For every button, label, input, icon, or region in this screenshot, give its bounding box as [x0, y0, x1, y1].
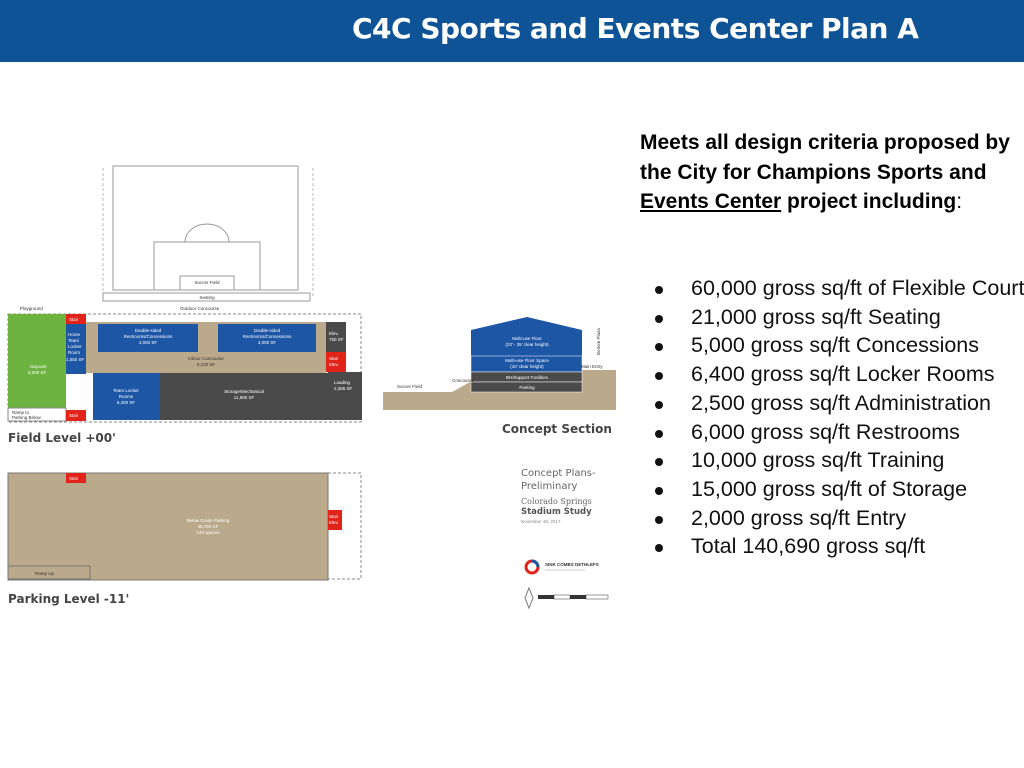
criteria-intro: Meets all design criteria proposed by th… — [640, 128, 1020, 217]
svg-text:Concourse: Concourse — [452, 378, 474, 383]
svg-text:Stair: Stair — [69, 413, 79, 418]
bullet-icon — [655, 544, 663, 553]
intro-colon: : — [956, 190, 963, 213]
svg-text:(10' clear height): (10' clear height) — [510, 364, 544, 369]
svg-text:Parking Below: Parking Below — [12, 415, 42, 420]
svg-text:Stair: Stair — [329, 514, 339, 519]
criteria-list: 60,000 gross sq/ft of Flexible Court 21,… — [655, 274, 1024, 561]
svg-text:(23' - 35' clear height): (23' - 35' clear height) — [505, 342, 549, 347]
bullet-icon — [655, 372, 663, 381]
field-level-label: Field Level +00' — [8, 431, 116, 445]
svg-text:Below Grade Parking: Below Grade Parking — [187, 518, 230, 523]
svg-text:4,000 SF: 4,000 SF — [139, 340, 158, 345]
svg-text:Team: Team — [68, 338, 79, 343]
firm-logo: SINK COMBS DETHLEFS — [524, 559, 599, 575]
field-level-plan: Playground Outdoor Concourse Daycare 8,0… — [7, 306, 362, 423]
intro-text: Meets all design criteria proposed by th… — [640, 131, 1010, 184]
bullet-icon — [655, 314, 663, 323]
soccer-field-label: Soccer Field — [194, 280, 220, 285]
svg-text:Stair: Stair — [329, 356, 339, 361]
svg-text:Rooms: Rooms — [119, 394, 134, 399]
svg-text:Parking: Parking — [519, 385, 535, 390]
list-item: Total 140,690 gross sq/ft — [655, 532, 1024, 561]
svg-text:140 spaces: 140 spaces — [196, 530, 220, 535]
list-item: 60,000 gross sq/ft of Flexible Court — [655, 274, 1024, 303]
svg-text:Team Locker: Team Locker — [113, 388, 139, 393]
title-bar — [0, 0, 1024, 62]
concept-plan-drawing: Soccer Field Seating Playground Outdoor … — [7, 165, 616, 610]
intro-text-end: project including — [781, 190, 957, 213]
colorado-springs-label: Colorado Springs — [521, 497, 592, 506]
svg-text:Locker: Locker — [68, 344, 82, 349]
concept-section-drawing: Multi-use Floor (23' - 35' clear height)… — [383, 317, 616, 410]
svg-text:Room: Room — [68, 350, 80, 355]
bullet-icon — [655, 458, 663, 467]
svg-text:Main Entry: Main Entry — [581, 364, 603, 369]
svg-text:Elev.: Elev. — [329, 362, 339, 367]
scale-bar — [524, 586, 609, 610]
svg-text:Double-sided: Double-sided — [135, 328, 162, 333]
svg-text:Bottom Plaza: Bottom Plaza — [596, 328, 601, 355]
svg-text:Elev.: Elev. — [329, 331, 339, 336]
bullet-icon — [655, 515, 663, 524]
list-item: 10,000 gross sq/ft Training — [655, 446, 1024, 475]
svg-text:Daycare: Daycare — [30, 364, 47, 369]
bullet-icon — [655, 486, 663, 495]
parking-level-label: Parking Level -11' — [8, 592, 130, 606]
svg-text:1,550 SF: 1,550 SF — [66, 357, 85, 362]
bullet-icon — [655, 286, 663, 294]
bullet-icon — [655, 343, 663, 352]
outdoor-concourse-label: Outdoor Concourse — [180, 306, 220, 311]
list-item: 6,000 gross sq/ft Restrooms — [655, 418, 1024, 447]
list-item: 21,000 gross sq/ft Seating — [655, 303, 1024, 332]
svg-text:8,230 SF: 8,230 SF — [197, 362, 216, 367]
svg-text:Elev.: Elev. — [329, 520, 339, 525]
svg-text:Stair: Stair — [69, 317, 79, 322]
svg-text:4,000 SF: 4,000 SF — [258, 340, 277, 345]
svg-text:Storage/Mechanical: Storage/Mechanical — [224, 389, 264, 394]
svg-text:11,860 SF: 11,860 SF — [234, 395, 255, 400]
bullet-icon — [655, 429, 663, 438]
svg-text:SINK COMBS DETHLEFS: SINK COMBS DETHLEFS — [545, 562, 599, 567]
svg-text:Ramp Up: Ramp Up — [35, 571, 55, 576]
svg-text:6,400 SF: 6,400 SF — [117, 400, 136, 405]
svg-text:Double-sided: Double-sided — [254, 328, 281, 333]
svg-text:Restrooms/Concessions: Restrooms/Concessions — [243, 334, 293, 339]
list-item: 6,400 gross sq/ft Locker Rooms — [655, 360, 1024, 389]
seating-label: Seating — [199, 295, 215, 300]
list-item: 5,000 gross sq/ft Concessions — [655, 331, 1024, 360]
svg-text:Multi-use Floor: Multi-use Floor — [512, 336, 542, 341]
list-item: 2,000 gross sq/ft Entry — [655, 504, 1024, 533]
parking-level-plan: Stair Below Grade Parking 48,750 SF 140 … — [7, 472, 362, 581]
svg-text:Multi-use Floor Space: Multi-use Floor Space — [505, 358, 549, 363]
svg-text:Restrooms/Concessions: Restrooms/Concessions — [124, 334, 174, 339]
events-center-link: Events Center — [640, 190, 782, 213]
svg-text:Stair: Stair — [69, 476, 79, 481]
slide-title: C4C Sports and Events Center Plan A — [352, 12, 919, 45]
concept-section-label: Concept Section — [502, 422, 612, 436]
svg-text:Soccer Field: Soccer Field — [397, 384, 423, 389]
svg-text:2,365 SF: 2,365 SF — [334, 386, 353, 391]
list-item: 15,000 gross sq/ft of Storage — [655, 475, 1024, 504]
playground-label: Playground — [20, 306, 43, 311]
svg-text:48,750 SF: 48,750 SF — [198, 524, 219, 529]
date-label: November 30, 2017 — [521, 519, 561, 524]
svg-text:750 SF: 750 SF — [329, 337, 344, 342]
bullet-icon — [655, 400, 663, 409]
soccer-field: Soccer Field Seating — [102, 165, 314, 302]
svg-text:Loading: Loading — [334, 380, 351, 385]
svg-text:Indoor Concourse: Indoor Concourse — [188, 356, 224, 361]
stadium-study-label: Stadium Study — [521, 507, 592, 517]
svg-text:Home: Home — [68, 332, 81, 337]
list-item: 2,500 gross sq/ft Administration — [655, 389, 1024, 418]
svg-text:BH/Support Facilities: BH/Support Facilities — [506, 375, 549, 380]
concept-plans-label: Concept Plans- Preliminary — [521, 468, 596, 492]
svg-text:Ramp to: Ramp to — [12, 410, 30, 415]
svg-text:8,000 SF: 8,000 SF — [28, 370, 47, 375]
